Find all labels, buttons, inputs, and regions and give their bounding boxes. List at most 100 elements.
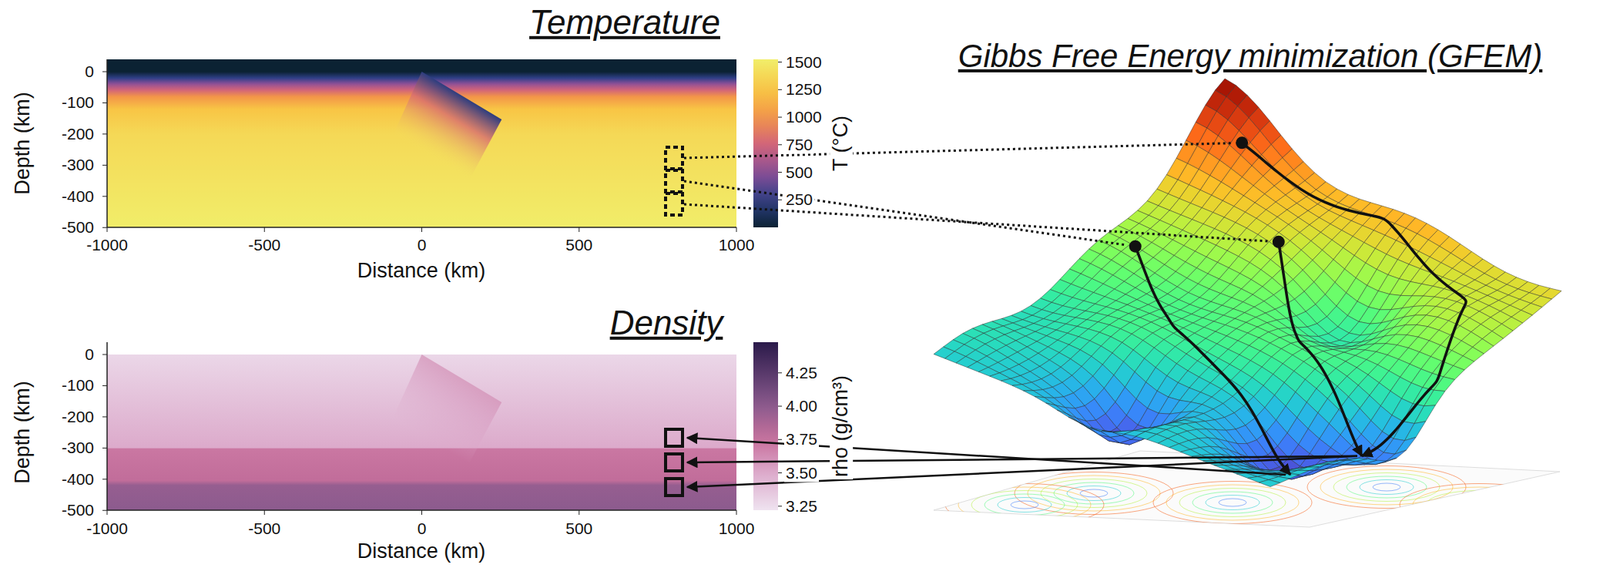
sample-point-temperature [665, 193, 683, 215]
tick-label: -400 [60, 469, 96, 488]
surface-cell [1000, 378, 1022, 386]
tick-label: -500 [60, 501, 96, 520]
tick-label: -1000 [84, 235, 130, 254]
tick-mark [102, 385, 108, 386]
tick-label: -500 [60, 218, 96, 237]
sample-point-density [665, 429, 683, 447]
sample-point-density [665, 453, 683, 471]
contour-line [1307, 466, 1466, 509]
tick-label: 4.00 [784, 397, 819, 416]
contour-line [1320, 469, 1453, 505]
surface-mesh [933, 78, 1562, 487]
tick-label: 1000 [717, 519, 757, 537]
tick-mark [778, 372, 782, 373]
tick-label: -500 [246, 235, 282, 254]
contour-line [1359, 479, 1414, 495]
leader-dotted [684, 204, 1271, 242]
panel-title: Density [610, 304, 724, 342]
contour-line [958, 486, 1091, 523]
slab-density [393, 354, 503, 464]
surface-cell [1023, 390, 1045, 398]
tick-mark [102, 478, 108, 480]
density-field [107, 354, 737, 510]
contour-line [1438, 493, 1520, 516]
tick-mark [778, 505, 782, 507]
tick-label: 0 [83, 62, 96, 81]
tick-label: 4.25 [784, 363, 819, 382]
start-dot [1272, 235, 1285, 249]
tick-mark [778, 89, 782, 91]
tick-mark [421, 509, 423, 515]
tick-label: 3.75 [784, 430, 819, 449]
start-dot [1235, 136, 1248, 149]
contour-line [971, 490, 1078, 520]
tick-mark [102, 415, 108, 417]
tick-mark [264, 509, 265, 515]
tick-label: 3.50 [784, 463, 819, 482]
descent-path [1278, 241, 1362, 457]
sample-point-density [665, 478, 683, 496]
contour-line [984, 493, 1065, 516]
tick-label: 1000 [717, 235, 757, 254]
contour-line [1452, 497, 1507, 513]
tick-mark [102, 195, 108, 197]
tick-mark [107, 227, 108, 232]
temperature-plot [102, 59, 737, 232]
tick-label: -300 [60, 156, 96, 175]
leader-arrow [687, 437, 1286, 475]
axis-title: rho (g/cm³) [829, 372, 853, 480]
tick-label: -1000 [84, 519, 130, 537]
contour-lines [945, 466, 1559, 527]
tick-label: -200 [60, 124, 96, 143]
tick-label: -100 [60, 376, 96, 395]
surface-cell [1055, 405, 1077, 419]
tick-label: 0 [415, 235, 429, 254]
tick-label: 500 [784, 163, 815, 182]
tick-mark [102, 227, 108, 229]
tick-label: -500 [246, 519, 282, 537]
y-axis [106, 59, 108, 228]
leader-dotted [684, 143, 1234, 158]
tick-mark [778, 171, 782, 173]
tick-mark [421, 227, 423, 232]
contour-line [1010, 500, 1039, 509]
tick-mark [102, 164, 108, 166]
tick-mark [264, 227, 265, 232]
tick-mark [107, 509, 108, 515]
contour-line [1027, 475, 1161, 511]
contour-line [1425, 490, 1533, 520]
tick-label: 500 [563, 519, 594, 537]
tick-mark [102, 71, 108, 73]
contour-line [945, 483, 1104, 527]
tick-label: 1000 [784, 108, 824, 127]
contour-line [1053, 482, 1134, 504]
contour-line [1218, 498, 1247, 507]
tick-label: 500 [563, 235, 594, 254]
sample-point-temperature [665, 147, 683, 169]
tick-label: 1250 [784, 80, 824, 99]
contour-line [1412, 486, 1546, 523]
surface-cell [1046, 402, 1067, 414]
tick-mark [778, 144, 782, 145]
axis-title: Depth (km) [11, 378, 35, 487]
tick-label: -200 [60, 407, 96, 426]
contour-line [1153, 481, 1312, 524]
leader-arrow [687, 456, 1358, 487]
contour-line [1372, 483, 1401, 491]
temperature-colorbar [753, 59, 779, 228]
panel-title: Temperature [529, 3, 721, 41]
contour-line [1465, 500, 1493, 509]
tick-mark [778, 472, 782, 473]
contour-line [1346, 476, 1427, 498]
tick-label: -400 [60, 187, 96, 205]
contour-line [1192, 491, 1273, 514]
axis-title: Depth (km) [11, 89, 35, 198]
tick-mark [578, 227, 580, 232]
contour-line [1205, 495, 1260, 510]
tick-mark [102, 509, 108, 511]
y-axis [106, 342, 108, 510]
surface-cell [1258, 479, 1280, 487]
tick-mark [102, 447, 108, 449]
descent-path [1241, 142, 1466, 456]
